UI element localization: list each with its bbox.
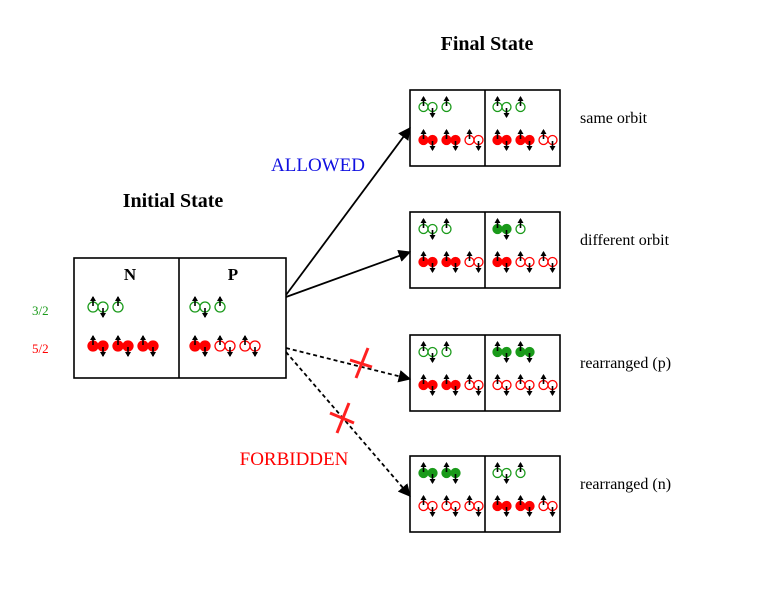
final-proton-occupancy (492, 218, 558, 273)
initial-proton-occupancy (189, 296, 261, 357)
final-state-label: rearranged (n) (580, 476, 671, 493)
row-j52 (418, 129, 484, 151)
row-j52 (189, 335, 261, 357)
initial-state-title: Initial State (123, 190, 224, 212)
row-j52 (418, 251, 484, 273)
forbidden-cross-p (349, 347, 373, 379)
final-neutron-occupancy (418, 218, 484, 273)
initial-state-box: N P (73, 257, 287, 379)
final-neutron-occupancy (418, 341, 484, 396)
final-state-box: rearranged (n) (409, 455, 671, 533)
final-state-box: different orbit (409, 211, 670, 289)
j52-label: 5/2 (32, 341, 49, 356)
row-j32 (189, 296, 226, 318)
row-j32 (418, 96, 452, 118)
row-j52 (418, 374, 484, 396)
transition-arrows (285, 126, 412, 497)
final-neutron-occupancy (418, 462, 484, 517)
final-neutron-occupancy (418, 96, 484, 151)
neutron-header: N (124, 265, 137, 284)
arrow-rearranged-n (285, 351, 411, 497)
row-j32 (418, 341, 452, 363)
final-proton-occupancy (492, 341, 558, 396)
row-j52 (492, 129, 558, 151)
row-j32 (492, 96, 526, 118)
final-state-label: rearranged (p) (580, 355, 671, 372)
final-state-box: rearranged (p) (409, 334, 671, 412)
j32-label: 3/2 (32, 303, 49, 318)
final-state-label: same orbit (580, 110, 648, 127)
row-j32 (418, 218, 452, 240)
row-j52 (492, 251, 558, 273)
forbidden-label: FORBIDDEN (240, 449, 349, 470)
allowed-label: ALLOWED (271, 155, 365, 176)
row-j52 (418, 495, 484, 517)
row-j32 (418, 462, 461, 484)
row-j32 (492, 462, 526, 484)
row-j52 (492, 495, 558, 517)
final-proton-occupancy (492, 96, 558, 151)
arrow-same-orbit (285, 126, 411, 296)
row-j32 (492, 341, 535, 363)
row-j52 (87, 335, 159, 357)
final-proton-occupancy (492, 462, 558, 517)
arrow-rearranged-p (285, 347, 412, 383)
final-state-label: different orbit (580, 232, 670, 249)
row-j32 (87, 296, 124, 318)
final-state-box: same orbit (409, 89, 648, 167)
proton-header: P (228, 265, 238, 284)
arrow-different-orbit (285, 249, 412, 298)
initial-neutron-occupancy (87, 296, 159, 357)
row-j32 (492, 218, 526, 240)
forbidden-cross-n (329, 402, 355, 434)
row-j52 (492, 374, 558, 396)
final-state-title: Final State (441, 33, 534, 55)
final-states: same orbit different orbit rearranged (p) r… (409, 89, 671, 533)
